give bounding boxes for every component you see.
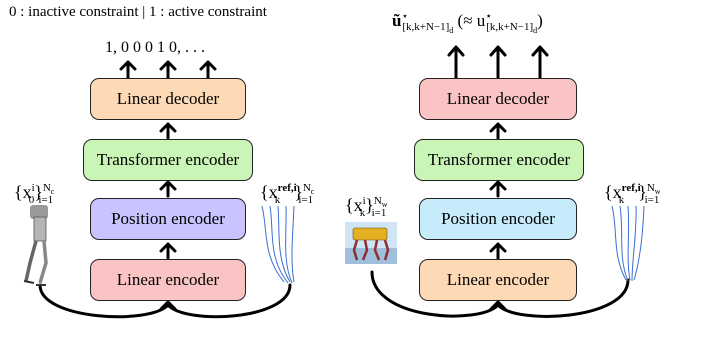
left-output-arrow-2: [159, 60, 177, 80]
left-linear-decoder-block: Linear decoder: [90, 78, 246, 120]
right-output-arrow-2: [489, 45, 507, 80]
left-output-label: 1, 0 0 0 1 0, . . .: [105, 39, 205, 56]
right-output-label: ũ⋆[k,k+N−1]d (≈ u⋆[k,k+N−1]d): [392, 10, 543, 36]
right-input-state-label: {xik}Nwi=1: [345, 195, 388, 219]
right-input-merge-head: [489, 300, 507, 311]
left-arrow-position-to-transformer: [159, 180, 177, 198]
left-output-arrow-3: [199, 60, 217, 80]
left-position-encoder-label: Position encoder: [111, 209, 225, 228]
right-reference-trajectories: [611, 205, 645, 282]
right-arrows: [370, 45, 630, 318]
left-arrow-linear-to-position: [159, 242, 177, 260]
left-transformer-encoder-label: Transformer encoder: [96, 150, 240, 169]
humanoid-robot-image: [23, 205, 48, 286]
left-input-merge-curve: [38, 283, 292, 319]
right-arrow-linear-to-position: [489, 242, 507, 260]
right-output-arrow-3: [531, 45, 549, 80]
right-position-encoder-label: Position encoder: [441, 209, 555, 228]
right-linear-decoder-block: Linear decoder: [419, 78, 577, 120]
right-position-encoder-block: Position encoder: [419, 198, 577, 240]
left-linear-encoder-block: Linear encoder: [90, 259, 246, 301]
right-input-merge-curve: [370, 270, 630, 318]
left-input-state-label: {xi0}Nci=1: [14, 182, 55, 206]
left-linear-decoder-label: Linear decoder: [116, 89, 220, 108]
right-linear-decoder-label: Linear decoder: [446, 89, 550, 108]
left-arrows: [38, 60, 292, 319]
quadruped-robot-image: [345, 222, 397, 264]
left-position-encoder-block: Position encoder: [90, 198, 246, 240]
left-output-arrow-1: [119, 60, 137, 80]
left-transformer-encoder-block: Transformer encoder: [83, 139, 253, 181]
left-arrow-transformer-to-decoder: [159, 122, 177, 140]
left-input-reference-label: {xref,ik}Nci=1: [260, 182, 315, 206]
right-arrow-position-to-transformer: [489, 180, 507, 198]
right-transformer-encoder-block: Transformer encoder: [414, 139, 584, 181]
right-linear-encoder-block: Linear encoder: [419, 259, 577, 301]
left-linear-encoder-label: Linear encoder: [116, 270, 220, 289]
legend-text: 0 : inactive constraint | 1 : active con…: [9, 4, 267, 20]
right-transformer-encoder-label: Transformer encoder: [427, 150, 571, 169]
right-output-arrow-1: [447, 45, 465, 80]
right-input-reference-label: {xref,ik}Nwi=1: [604, 182, 661, 206]
right-arrow-transformer-to-decoder: [489, 122, 507, 140]
right-linear-encoder-label: Linear encoder: [446, 270, 550, 289]
left-reference-trajectories: [261, 205, 295, 284]
left-input-merge-head: [159, 300, 177, 311]
